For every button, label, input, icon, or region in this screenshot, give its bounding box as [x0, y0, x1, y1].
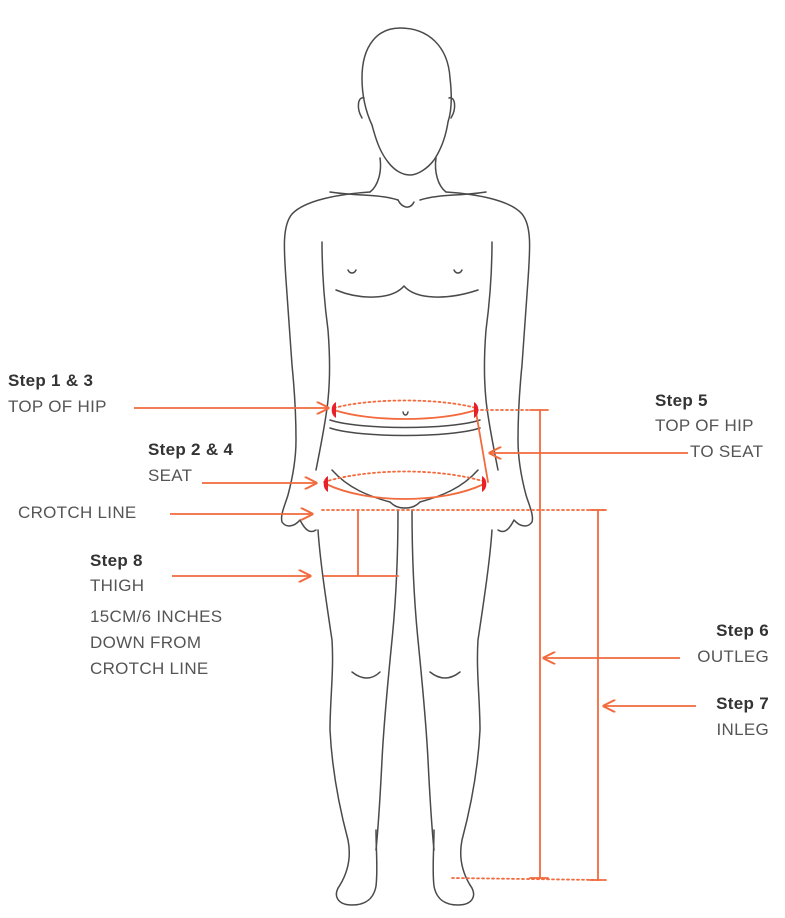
top-of-hip-front — [333, 409, 477, 420]
marker-top-of-hip-left — [331, 402, 336, 418]
inleg-label: INLEG — [716, 720, 769, 739]
chest — [335, 285, 479, 298]
thigh-note-line-2: DOWN FROM — [90, 633, 202, 652]
step-7-heading: Step 7 — [716, 694, 769, 713]
knee-left — [351, 671, 381, 679]
briefs-right — [404, 469, 479, 509]
hip-to-seat-line — [475, 411, 489, 483]
step-8-heading: Step 8 — [90, 551, 143, 570]
step-5-heading: Step 5 — [655, 391, 708, 410]
waistband-lower — [329, 427, 481, 437]
top-of-hip-back-dotted — [333, 399, 477, 409]
nipple-right — [453, 269, 463, 274]
collar — [397, 199, 415, 208]
body-outline — [280, 27, 534, 906]
leg-right-inner — [411, 509, 435, 851]
inner-arm-right — [483, 241, 499, 471]
pointer-arrows — [134, 408, 696, 706]
head-outline — [361, 27, 453, 176]
seat-label: SEAT — [148, 466, 193, 485]
thigh-label: THIGH — [90, 576, 145, 595]
top-of-hip-label: TOP OF HIP — [8, 397, 107, 416]
leg-left-inner — [375, 509, 399, 851]
inner-arm-left — [315, 241, 331, 471]
step-2-4-heading: Step 2 & 4 — [148, 440, 234, 459]
neck — [369, 157, 382, 193]
measurement-marks — [321, 399, 607, 881]
seat-front — [325, 483, 485, 500]
marker-top-of-hip-right — [474, 402, 479, 418]
top-of-hip-to-seat-line-2: TO SEAT — [690, 442, 764, 461]
step-6-heading: Step 6 — [716, 621, 769, 640]
leg-right-outer — [432, 529, 493, 906]
nipple-left — [347, 269, 357, 274]
marker-seat-right — [482, 476, 487, 492]
seat-back-dotted — [323, 470, 487, 483]
floor-dotted-line — [451, 877, 601, 881]
waistband — [329, 419, 481, 429]
red-markers — [323, 402, 487, 492]
crotch-line-label: CROTCH LINE — [18, 503, 137, 522]
outleg-label: OUTLEG — [697, 647, 769, 666]
knee-right — [429, 671, 461, 679]
marker-seat-left — [323, 476, 328, 492]
thigh-note-line-1: 15CM/6 INCHES — [90, 607, 223, 626]
left-ear — [357, 97, 365, 119]
clavicle — [329, 191, 487, 201]
top-of-hip-to-seat-line-1: TOP OF HIP — [655, 416, 754, 435]
leg-left-outer — [317, 529, 378, 906]
briefs-left — [331, 469, 406, 509]
thigh-note-line-3: CROTCH LINE — [90, 659, 209, 678]
torso-left — [280, 191, 371, 533]
torso-right — [445, 191, 534, 533]
neck — [434, 157, 447, 193]
navel — [402, 411, 409, 416]
right-ear — [448, 97, 456, 119]
step-1-3-heading: Step 1 & 3 — [8, 371, 94, 390]
